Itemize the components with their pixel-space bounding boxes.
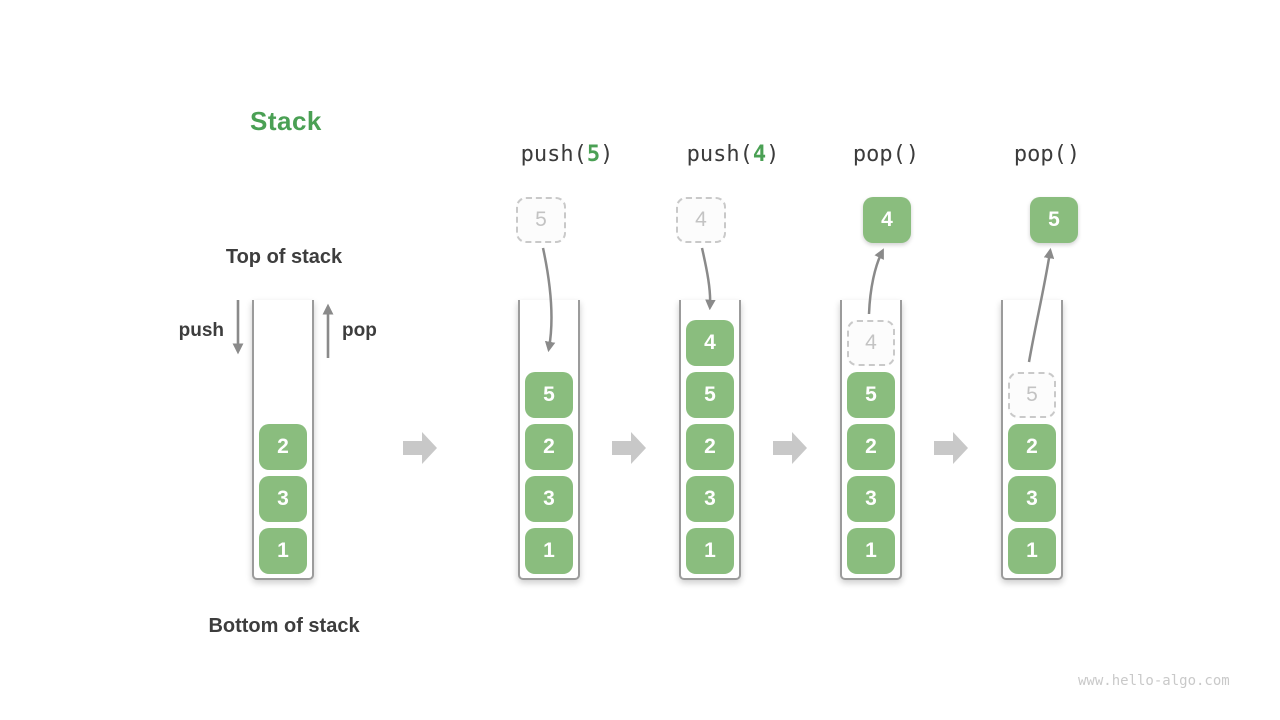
- ghost-cell: 5: [1008, 372, 1056, 418]
- watermark: www.hello-algo.com: [1078, 673, 1230, 689]
- op-suffix: ): [1066, 142, 1081, 167]
- op-arg: 4: [752, 142, 767, 167]
- step-arrow-icon: [612, 432, 646, 464]
- stack-cell: 3: [1008, 476, 1056, 522]
- incoming-value-box: 4: [676, 197, 726, 243]
- stack-cell: 2: [1008, 424, 1056, 470]
- stack-cell: 1: [847, 528, 895, 574]
- op-prefix: push(: [520, 142, 587, 167]
- stack-cell: 1: [686, 528, 734, 574]
- stack-cell: 3: [686, 476, 734, 522]
- stack-cell: 1: [259, 528, 307, 574]
- step-arrow-icon: [773, 432, 807, 464]
- push-label: push: [178, 320, 224, 341]
- op-prefix: push(: [686, 142, 753, 167]
- stack-cell: 5: [686, 372, 734, 418]
- stack-container-after-push-5: 5 2 3 1: [518, 300, 580, 580]
- stack-cell: 5: [525, 372, 573, 418]
- pop-label: pop: [342, 320, 377, 341]
- stack-container-after-pop-1: 4 5 2 3 1: [840, 300, 902, 580]
- stack-container-after-pop-2: 5 2 3 1: [1001, 300, 1063, 580]
- push-4-flow-arrow-icon: [700, 247, 716, 311]
- stack-container-initial: 2 3 1: [252, 300, 314, 580]
- op-label-pop-1: pop(): [786, 142, 986, 167]
- op-suffix: ): [905, 142, 920, 167]
- op-prefix: pop(: [852, 142, 906, 167]
- stack-cell: 2: [525, 424, 573, 470]
- diagram-title: Stack: [250, 106, 322, 136]
- incoming-value-box: 5: [516, 197, 566, 243]
- top-of-stack-label: Top of stack: [225, 246, 343, 268]
- op-label-push-4: push(4): [633, 142, 833, 167]
- ghost-cell: 4: [847, 320, 895, 366]
- op-suffix: ): [766, 142, 780, 167]
- stack-container-after-push-4: 4 5 2 3 1: [679, 300, 741, 580]
- stack-cell: 2: [259, 424, 307, 470]
- stack-cell: 2: [847, 424, 895, 470]
- op-arg: 5: [586, 142, 601, 167]
- stack-cell: 2: [686, 424, 734, 470]
- bottom-of-stack-label: Bottom of stack: [208, 615, 360, 637]
- stack-cell: 4: [686, 320, 734, 366]
- stack-cell: 1: [1008, 528, 1056, 574]
- stack-cell: 3: [525, 476, 573, 522]
- stack-cell: 5: [847, 372, 895, 418]
- op-suffix: ): [600, 142, 614, 167]
- step-arrow-icon: [403, 432, 437, 464]
- step-arrow-icon: [934, 432, 968, 464]
- popped-value-box: 4: [863, 197, 911, 243]
- op-prefix: pop(: [1013, 142, 1067, 167]
- op-label-push-5: push(5): [467, 142, 667, 167]
- op-label-pop-2: pop(): [947, 142, 1147, 167]
- popped-value-box: 5: [1030, 197, 1078, 243]
- stack-cell: 3: [847, 476, 895, 522]
- stack-cell: 1: [525, 528, 573, 574]
- stack-cell: 3: [259, 476, 307, 522]
